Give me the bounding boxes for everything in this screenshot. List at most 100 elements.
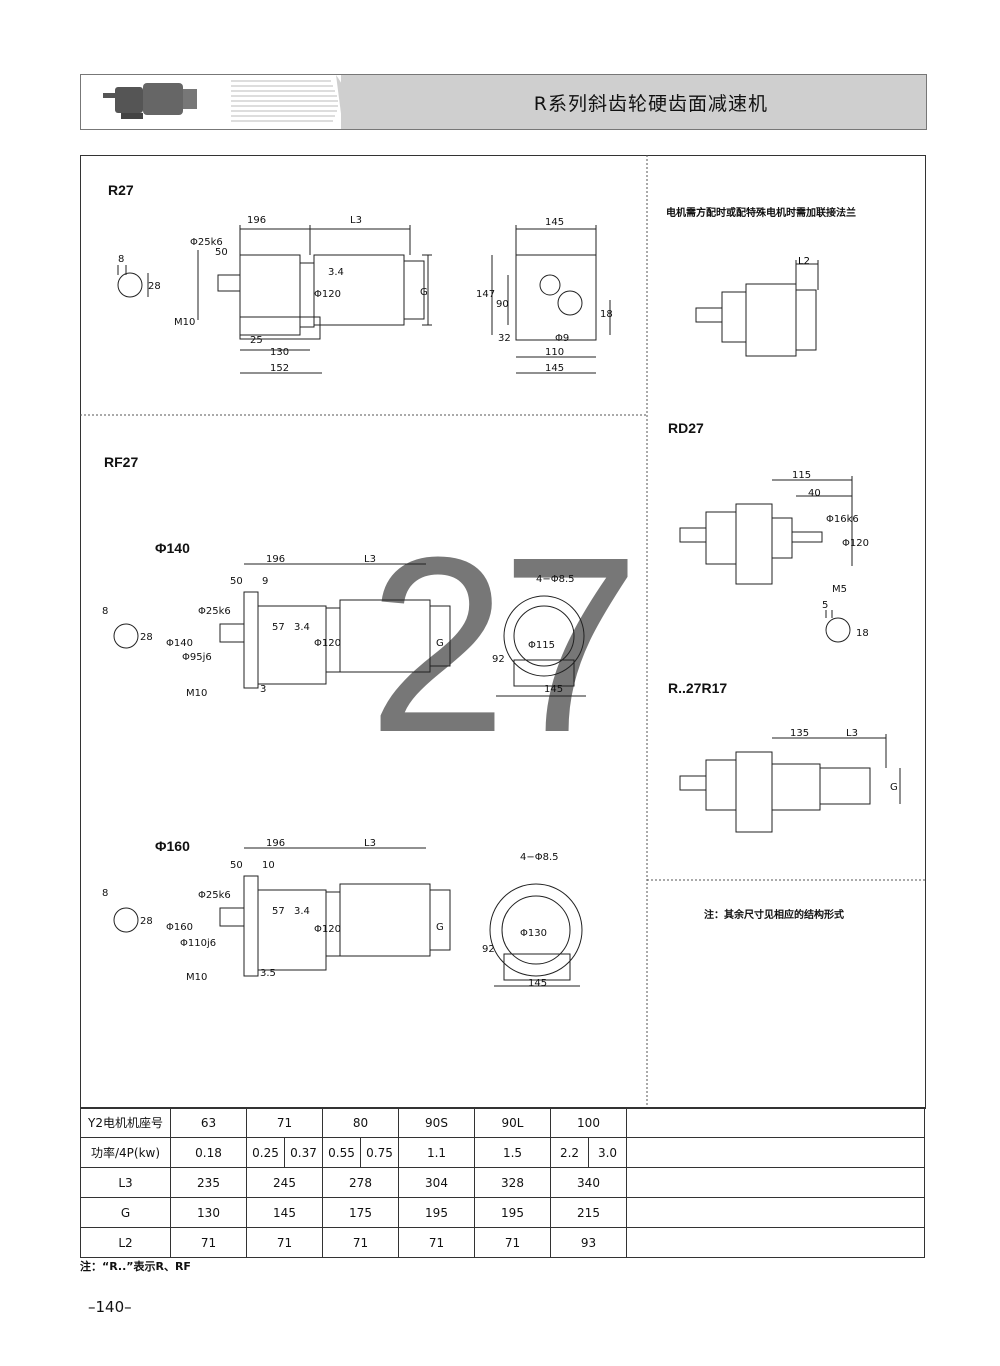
- footnote: 注：“R..”表示R、RF: [80, 1260, 191, 1273]
- dim-95j6: Φ95j6: [182, 652, 212, 663]
- dim-145: 145: [544, 684, 563, 695]
- dim-3-4: 3.4: [294, 906, 310, 917]
- table-cell: 0.25: [246, 1137, 285, 1168]
- row-header: 功率/4P(kw): [80, 1137, 171, 1168]
- dim-l3: L3: [350, 215, 362, 226]
- dim-5: 5: [822, 600, 828, 611]
- dim-8: 8: [118, 254, 124, 265]
- dim-g: G: [420, 287, 428, 298]
- dim-l3: L3: [364, 554, 376, 565]
- dim-152: 152: [270, 363, 289, 374]
- dim-50: 50: [230, 576, 243, 587]
- section-label-rf27: RF27: [104, 454, 139, 470]
- dim-120: Φ120: [314, 924, 341, 935]
- rf27-phi140-drawing: 8 28 Φ140 Φ95j6 Φ25k6 50 9 196 L3 57 3.4…: [102, 554, 586, 699]
- table-cell: 71: [398, 1227, 475, 1258]
- table-cell: 245: [246, 1167, 323, 1198]
- dim-57: 57: [272, 906, 285, 917]
- table-cell: 175: [322, 1197, 399, 1228]
- dim-92: 92: [492, 654, 505, 665]
- dim-145-bot: 145: [545, 363, 564, 374]
- dim-l2: L2: [798, 256, 810, 267]
- dim-18: 18: [600, 309, 613, 320]
- page-title: R系列斜齿轮硬齿面减速机: [533, 93, 768, 115]
- dim-196: 196: [266, 554, 285, 565]
- dim-10: 10: [262, 860, 275, 871]
- r27-drawing: 8 28 M10 50 Φ25k6 196 L3 Φ120 3.4 G 25 1…: [117, 215, 613, 374]
- dim-196: 196: [247, 215, 266, 226]
- dim-50: 50: [215, 247, 228, 258]
- table-cell: 71: [170, 1227, 247, 1258]
- table-cell: 3.0: [588, 1137, 627, 1168]
- table-cell: 71: [246, 1107, 323, 1138]
- table-cell: 195: [398, 1197, 475, 1228]
- dim-130: Φ130: [520, 928, 547, 939]
- dim-115: Φ115: [528, 640, 555, 651]
- dim-145-top: 145: [545, 217, 564, 228]
- dim-110j6: Φ110j6: [180, 938, 216, 949]
- table-cell: 340: [550, 1167, 627, 1198]
- dim-28: 28: [140, 916, 153, 927]
- table-cell: 71: [322, 1227, 399, 1258]
- table-empty-cell: [626, 1167, 925, 1198]
- section-dividers: [80, 155, 925, 1107]
- dim-3-4: 3.4: [294, 622, 310, 633]
- section-label-r27r17: R..27R17: [668, 680, 728, 696]
- dim-28: 28: [140, 632, 153, 643]
- rd27-drawing: 115 40 Φ16k6 Φ120 M5 5 18: [679, 470, 869, 643]
- table-cell: 0.18: [170, 1137, 247, 1168]
- dim-28: 28: [148, 281, 161, 292]
- table-empty-cell: [626, 1197, 925, 1228]
- flange-note: 电机需方配时或配特殊电机时需加联接法兰: [666, 208, 856, 219]
- table-cell: 71: [474, 1227, 551, 1258]
- table-cell: 2.2: [550, 1137, 589, 1168]
- dim-9: 9: [262, 576, 268, 587]
- table-cell: 71: [246, 1227, 323, 1258]
- dim-57: 57: [272, 622, 285, 633]
- table-empty-cell: [626, 1107, 925, 1138]
- dim-3-4: 3.4: [328, 267, 344, 278]
- dim-m10: M10: [174, 317, 195, 328]
- table-cell: 304: [398, 1167, 475, 1198]
- dim-holes: 4−Φ8.5: [520, 852, 559, 863]
- table-cell: 145: [246, 1197, 323, 1228]
- dim-120: Φ120: [314, 289, 341, 300]
- dim-g: G: [890, 782, 898, 793]
- dim-32: 32: [498, 333, 511, 344]
- dim-110: 110: [545, 347, 564, 358]
- table-cell: 130: [170, 1197, 247, 1228]
- dim-25k6: Φ25k6: [190, 237, 223, 248]
- dim-g: G: [436, 922, 444, 933]
- section-label-r27: R27: [108, 182, 134, 198]
- dim-l3: L3: [846, 728, 858, 739]
- dim-3-5: 3.5: [260, 968, 276, 979]
- table-cell: 93: [550, 1227, 627, 1258]
- table-cell: 328: [474, 1167, 551, 1198]
- dim-m10: M10: [186, 972, 207, 983]
- dim-holes: 4−Φ8.5: [536, 574, 575, 585]
- header-band: [341, 75, 926, 129]
- table-cell: 1.1: [398, 1137, 475, 1168]
- table-cell: 90S: [398, 1107, 475, 1138]
- flange-drawing: L2: [695, 256, 819, 357]
- dim-3: 3: [260, 684, 266, 695]
- product-thumbnail: [81, 75, 349, 129]
- dim-phi9: Φ9: [555, 333, 569, 344]
- dim-8: 8: [102, 606, 108, 617]
- dim-25: 25: [250, 335, 263, 346]
- dim-90: 90: [496, 299, 509, 310]
- variant-label-phi160: Φ160: [155, 838, 190, 854]
- table-cell: 195: [474, 1197, 551, 1228]
- dim-8: 8: [102, 888, 108, 899]
- table-cell: 0.55: [322, 1137, 361, 1168]
- table-cell: 90L: [474, 1107, 551, 1138]
- dim-40: 40: [808, 488, 821, 499]
- dim-145: 145: [528, 978, 547, 989]
- table-cell: 0.75: [360, 1137, 399, 1168]
- dim-50: 50: [230, 860, 243, 871]
- size-watermark: 27: [368, 505, 640, 784]
